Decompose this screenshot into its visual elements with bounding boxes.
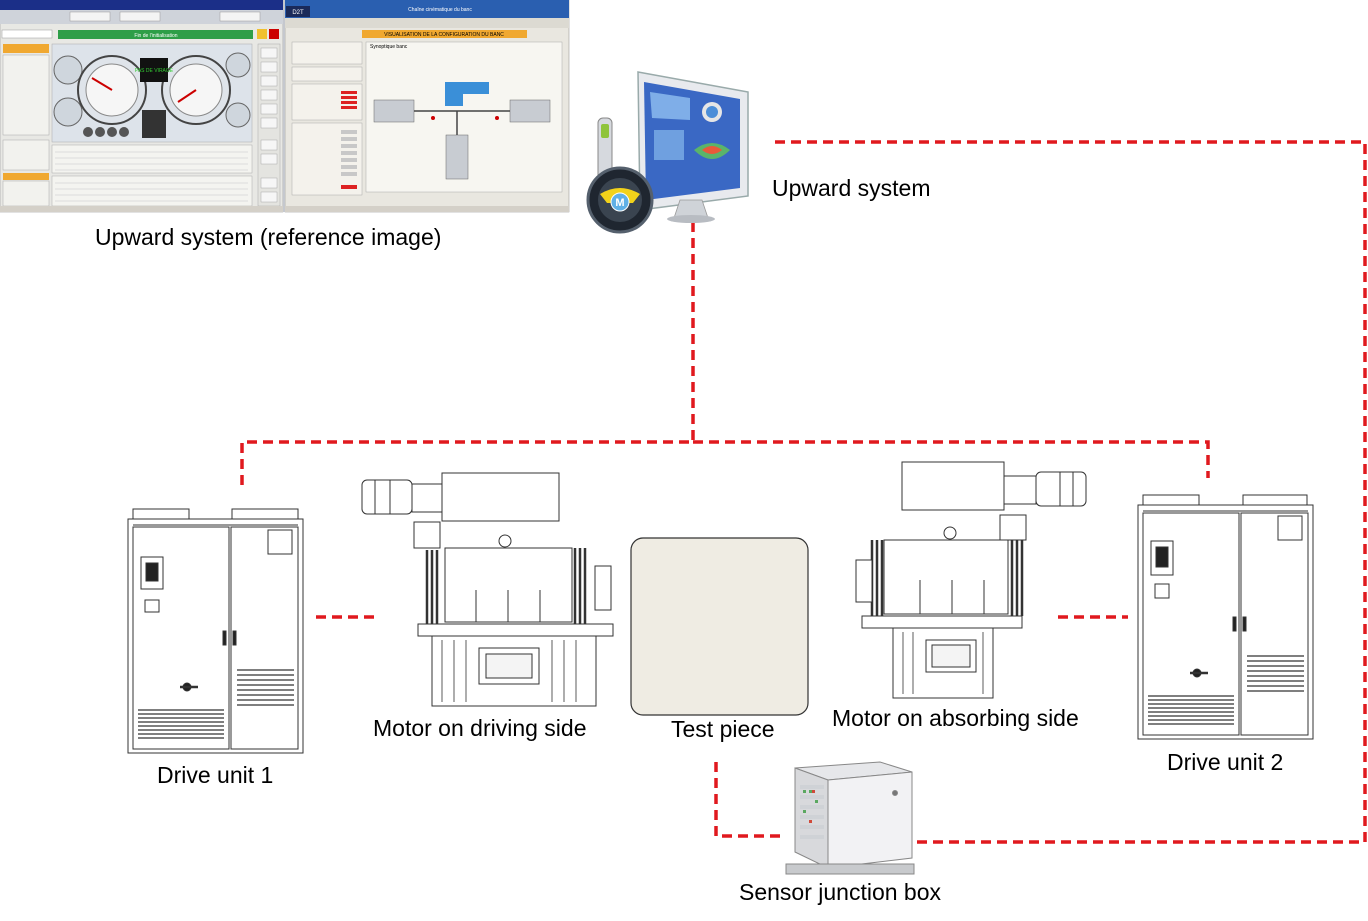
reference-synoptic-text: Synoptique banc <box>370 44 408 50</box>
connection-upward-to-junction-box <box>775 140 1367 844</box>
drive-unit-1-label: Drive unit 1 <box>157 762 274 788</box>
sensor-junction-box <box>785 761 915 875</box>
test-piece-label: Test piece <box>671 716 775 742</box>
reference-gauge-text: PAS DE VIRAGE <box>135 68 174 74</box>
drive-unit-2-label: Drive unit 2 <box>1167 749 1284 775</box>
drive-unit-1-cabinet <box>127 508 304 754</box>
motor-absorbing-side <box>855 461 1087 699</box>
computer-monitor-steering-wheel-icon: M <box>586 71 749 234</box>
motor-absorbing-side-label: Motor on absorbing side <box>832 705 1079 731</box>
connection-upward-to-drives <box>240 222 695 490</box>
connection-lines <box>240 140 1367 844</box>
reference-left-window: Fin de l'initialisation PAS DE VIRAGE <box>0 0 284 213</box>
reference-logo-text: D2T <box>292 10 304 16</box>
connection-testpiece-to-junction-box <box>714 762 782 838</box>
test-piece-box <box>630 537 809 716</box>
connection-bus-to-drive-unit-2 <box>693 440 1210 478</box>
motor-driving-side <box>361 472 614 707</box>
reference-window-title: Chaîne cinématique du banc <box>408 7 472 13</box>
motor-driving-side-label: Motor on driving side <box>373 715 587 741</box>
drive-unit-2-cabinet <box>1137 494 1314 740</box>
upward-system-label: Upward system <box>772 175 931 201</box>
reference-header-text: VISUALISATION DE LA CONFIGURATION DU BAN… <box>384 32 504 38</box>
upward-system-reference-label: Upward system (reference image) <box>95 224 442 250</box>
upward-system-reference-screenshot: Fin de l'initialisation PAS DE VIRAGE <box>0 0 570 213</box>
reference-right-window: D2T Chaîne cinématique du banc VISUALISA… <box>284 0 570 213</box>
steering-wheel-m-letter: M <box>615 197 624 209</box>
reference-status-text: Fin de l'initialisation <box>134 33 177 39</box>
sensor-junction-box-label: Sensor junction box <box>739 879 942 905</box>
